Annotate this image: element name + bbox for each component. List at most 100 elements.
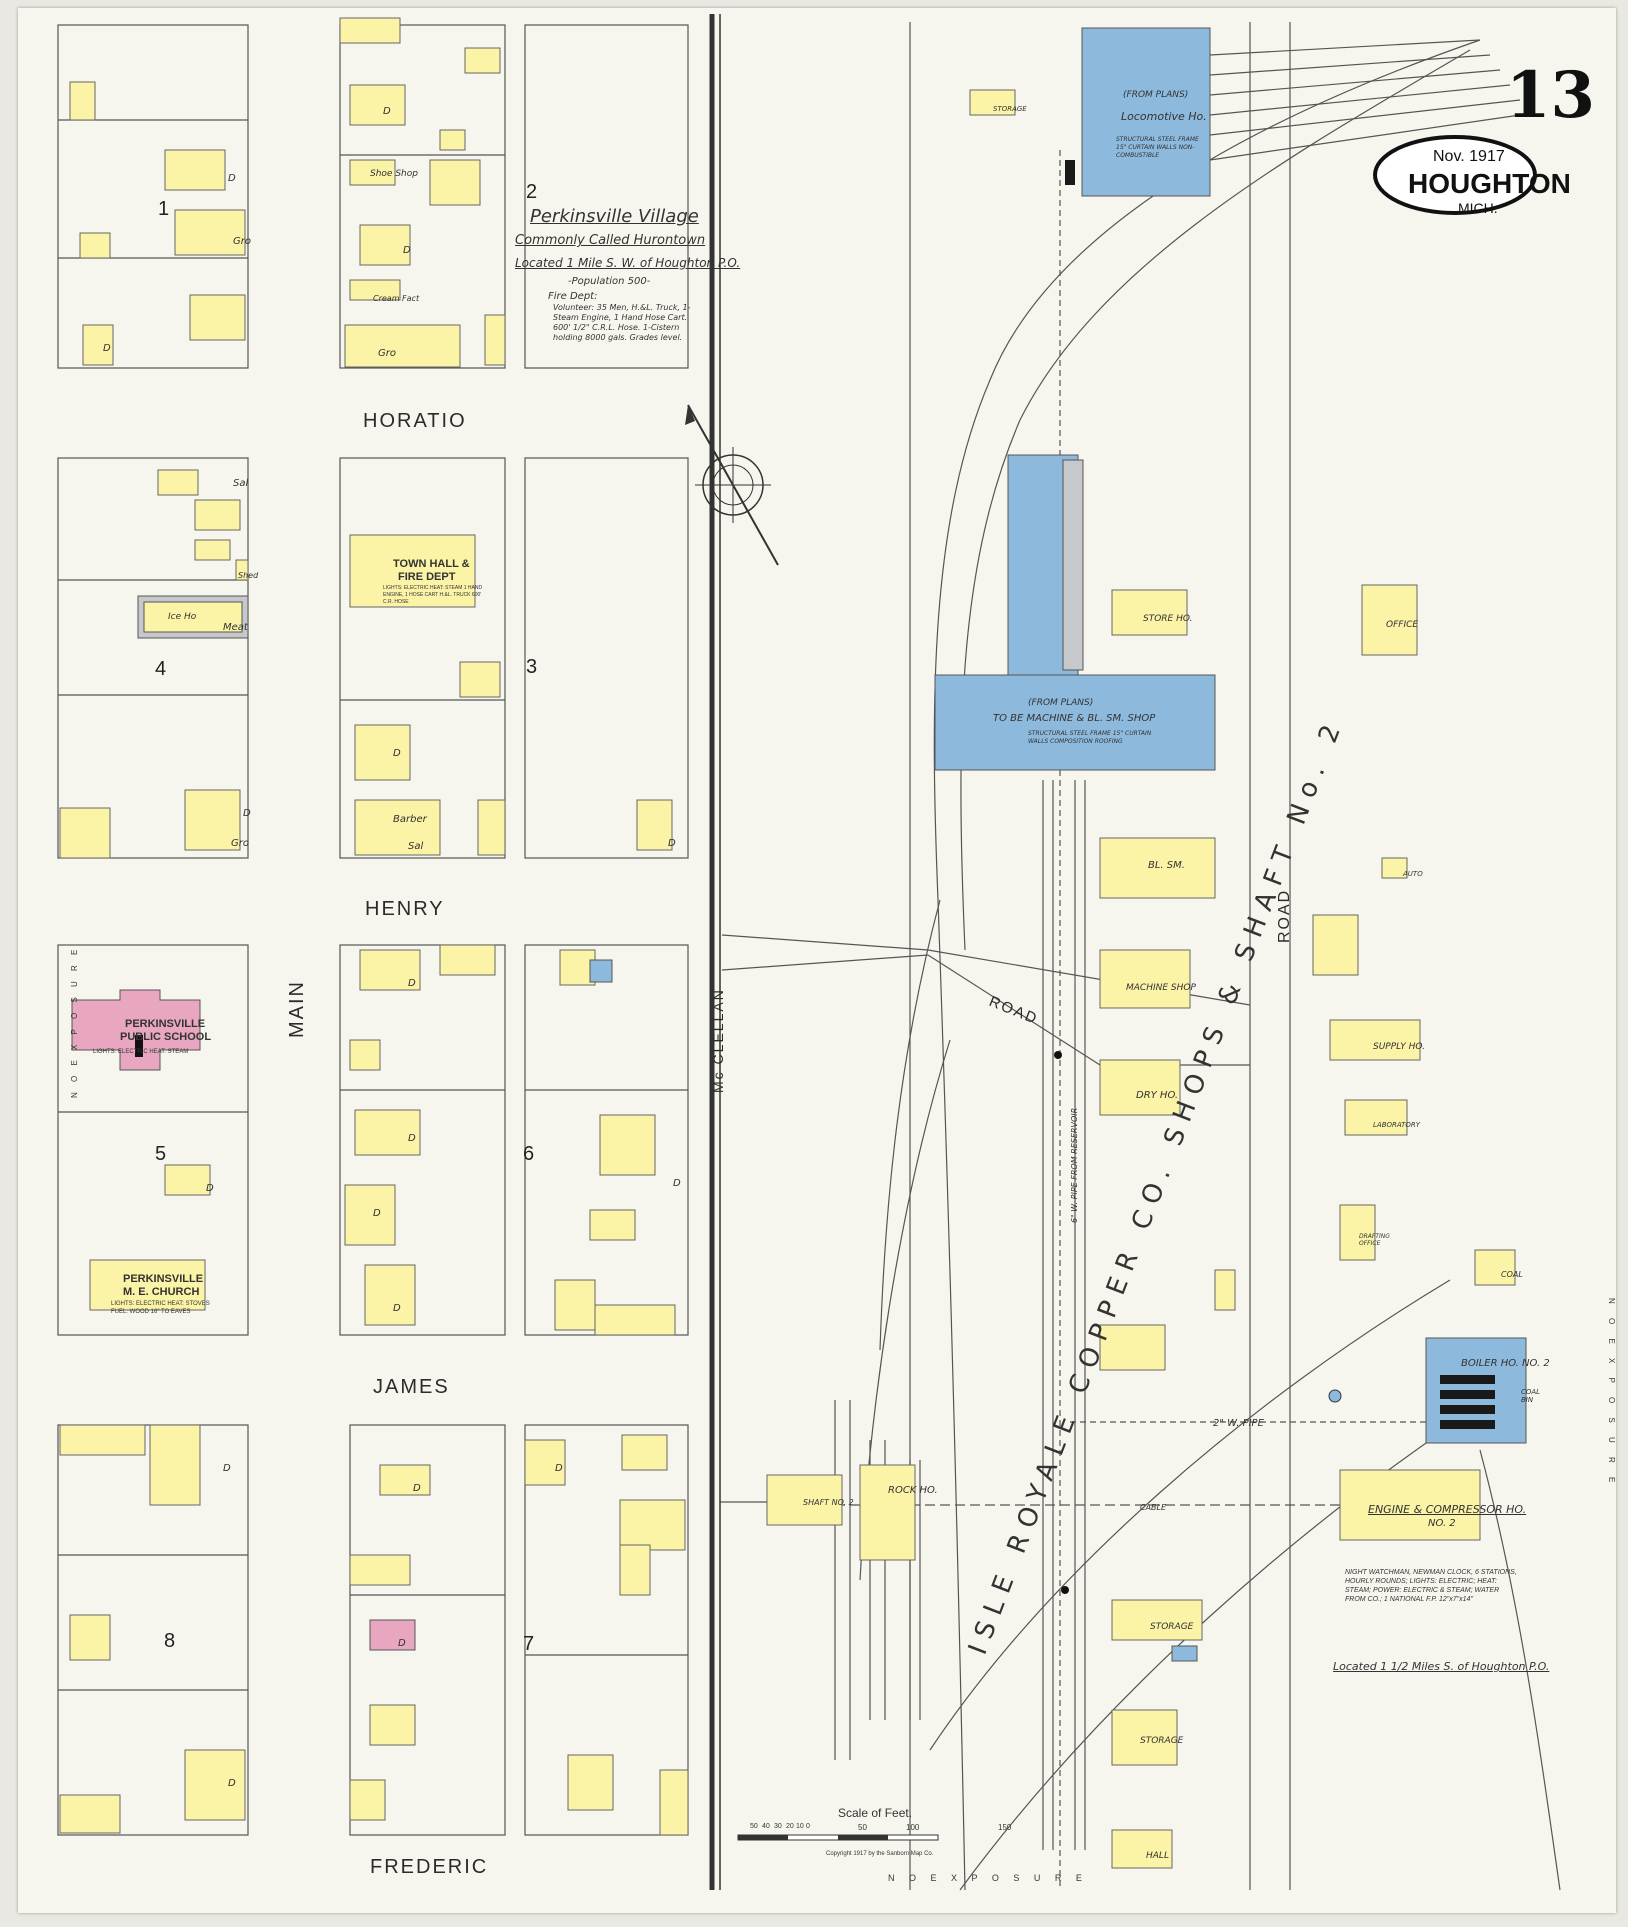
compass-rose: [685, 404, 779, 566]
dwelling-label: D: [383, 106, 391, 117]
town-hall-label-2: FIRE DEPT: [398, 571, 456, 583]
dwelling-label: D: [223, 1463, 231, 1474]
bldg-b34: [364, 1264, 416, 1326]
scale-tick-4: 10: [796, 1823, 804, 1830]
bldg-b14: [484, 314, 506, 366]
bldg-b13: [344, 324, 461, 368]
scale-bar: [737, 1834, 939, 1841]
bldg-b36: [599, 1114, 656, 1176]
school-label-2: PUBLIC SCHOOL: [120, 1031, 212, 1043]
block-5: 5: [155, 1143, 167, 1165]
bldg-b5: [189, 294, 246, 341]
loco-name: Locomotive Ho.: [1121, 110, 1207, 123]
engine-ho-bldg: [1339, 1469, 1481, 1541]
office-bldg: [1361, 584, 1418, 656]
barber-label: Barber: [393, 814, 427, 825]
dwelling-label: D: [555, 1463, 563, 1474]
street-horatio: HORATIO: [363, 410, 467, 432]
bldg-c1: [1312, 914, 1359, 976]
bldg-b18: [194, 499, 241, 531]
dwelling-label: D: [373, 1208, 381, 1219]
drafting-label: DRAFTING OFFICE: [1359, 1233, 1390, 1247]
bldg-b1: [69, 81, 96, 121]
school-bldg: [71, 989, 201, 1071]
bldg-b15: [464, 47, 501, 74]
engine-ho-label-1: ENGINE & COMPRESSOR HO.: [1368, 1503, 1527, 1516]
bldg-b2: [164, 149, 226, 191]
street-james: JAMES: [373, 1376, 450, 1398]
dwelling-label: D: [408, 1133, 416, 1144]
scale-title: Scale of Feet.: [838, 1806, 913, 1820]
dwelling-label: D: [403, 245, 411, 256]
copyright: Copyright 1917 by the Sanborn Map Co.: [826, 1851, 934, 1857]
bldg-b56: [659, 1769, 689, 1836]
machine-name: TO BE MACHINE & BL. SM. SHOP: [993, 713, 1156, 724]
bldg-b6: [82, 324, 114, 366]
block-4: 4: [155, 658, 167, 680]
scale-tick-1: 40: [762, 1823, 770, 1830]
hall-bldg: [1111, 1829, 1173, 1869]
bldg-b30: [439, 944, 496, 976]
scale-tick-0: 50: [750, 1823, 758, 1830]
bldg-b3: [174, 209, 246, 256]
shed-label: Shed: [238, 571, 259, 580]
machine-shop-lower: [934, 674, 1216, 771]
coal-label: COAL: [1501, 1270, 1523, 1279]
pipe-label: 2" W. PIPE: [1213, 1418, 1264, 1429]
store-ho-bldg: [1111, 589, 1188, 636]
shaft-bldg: [766, 1474, 843, 1526]
sheet-city: HOUGHTON: [1408, 168, 1571, 199]
storage2-label: STORAGE: [1150, 1622, 1194, 1632]
scale-tick-6: 50: [858, 1823, 867, 1832]
block-1-outline: [57, 24, 249, 369]
rock-ho-bldg: [859, 1464, 916, 1561]
hall-label: HALL: [1146, 1851, 1169, 1861]
boiler-ho-label: BOILER HO. NO. 2: [1461, 1358, 1550, 1369]
scale-tick-7: 100: [906, 1823, 920, 1832]
church-label-1: PERKINSVILLE: [123, 1273, 204, 1285]
map-drawing: [57, 14, 1561, 1891]
bldg-b35: [559, 949, 596, 986]
scale-tick-8: 150: [998, 1823, 1012, 1832]
bldg-b55: [567, 1754, 614, 1811]
cream-fact-label: Cream Fact: [373, 294, 420, 303]
bldg-b23: [354, 724, 411, 781]
bldg-b52: [621, 1434, 668, 1471]
village-location: Located 1 Mile S. W. of Houghton P.O.: [515, 256, 741, 270]
block-3b-outline: [524, 457, 689, 859]
dwelling-label: D: [228, 1778, 236, 1789]
machine-shop-bldg: [1099, 949, 1191, 1009]
block-3-outline: [339, 457, 506, 859]
dwelling-label: D: [673, 1178, 681, 1189]
storage-bldg: [969, 89, 1016, 116]
church-note: LIGHTS: ELECTRIC HEAT: STOVES FUEL: WOOD…: [111, 1301, 210, 1315]
gro-label-3: Gro: [231, 838, 249, 849]
bl-sm-bldg: [1099, 837, 1216, 899]
village-title: Perkinsville Village: [530, 206, 699, 227]
no-exposure-left: N O E X P O S U R E: [70, 945, 79, 1098]
supply-ho-bldg: [1329, 1019, 1421, 1061]
block-3: 3: [526, 656, 538, 678]
block-8: 8: [164, 1630, 176, 1652]
church-bldg: [89, 1259, 206, 1311]
storage3-label: STORAGE: [1140, 1736, 1184, 1746]
shaft-label: SHAFT NO. 2: [803, 1498, 854, 1507]
coal-bldg: [1474, 1249, 1516, 1286]
rock-ho-label: ROCK HO.: [888, 1485, 938, 1496]
bldg-b40: [164, 1164, 211, 1196]
bldg-b7: [339, 17, 401, 44]
dwelling-label: D: [393, 1303, 401, 1314]
dwelling-label: D: [393, 748, 401, 759]
block-5-outline: [57, 944, 249, 1336]
town-hall-bldg: [349, 534, 476, 608]
bldg-b25: [477, 799, 506, 856]
bldg-b51: [524, 1439, 566, 1486]
no-exposure-bottom: N O E X P O S U R E: [888, 1873, 1088, 1883]
no-exposure-right: N O E X P O S U R E: [1607, 1298, 1616, 1489]
scale-tick-5: 0: [806, 1823, 810, 1830]
bldg-b16: [439, 129, 466, 151]
town-hall-label-1: TOWN HALL &: [393, 558, 470, 570]
block-1: 1: [158, 198, 170, 220]
bl-sm-label: BL. SM.: [1148, 860, 1185, 871]
bldg-b27: [59, 807, 111, 859]
